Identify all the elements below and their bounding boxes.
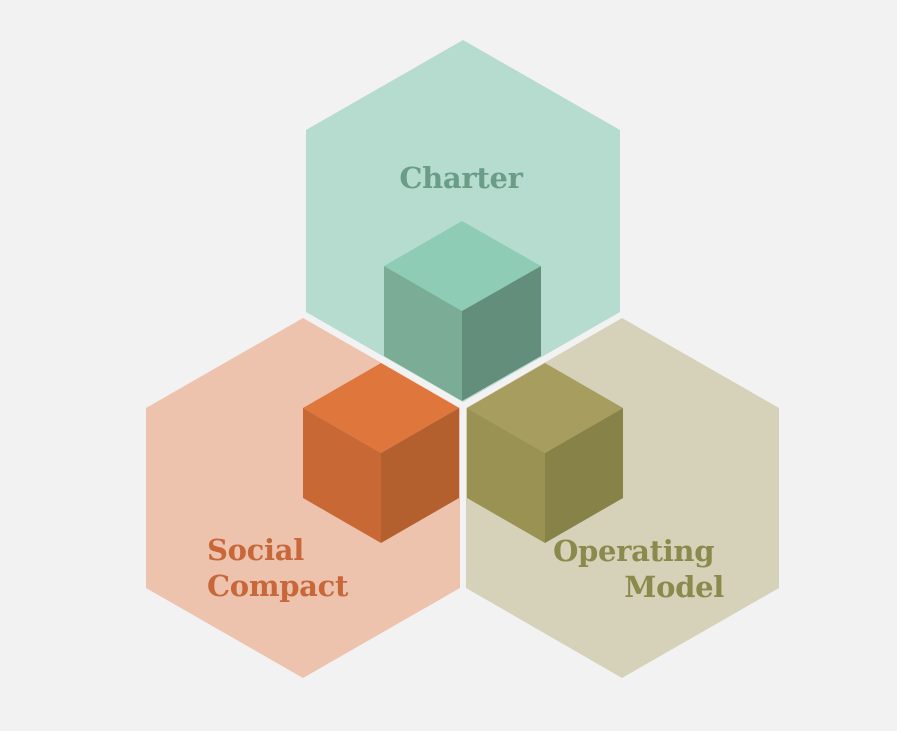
label-social-compact-line-2: Compact [207,569,349,603]
cube-operating-model [467,363,623,543]
hexagon-operating-model: Operating Model [466,318,779,678]
label-operating-model: Operating Model [553,534,724,604]
cube-charter-left-face [384,266,462,401]
label-charter-line-1: Charter [399,161,523,195]
cube-charter [384,221,541,401]
cube-charter-right-face [462,266,541,401]
cube-operating-model-left-face [467,408,545,543]
label-charter: Charter [399,161,523,195]
cube-social-compact [303,363,459,543]
label-operating-model-line-1: Operating [553,534,714,568]
cube-charter-top-face [384,221,541,311]
cube-social-compact-left-face [303,408,381,543]
cube-social-compact-right-face [381,408,459,543]
cube-operating-model-right-face [545,408,623,543]
hexagon-charter: Charter [306,40,620,402]
label-social-compact: Social Compact [207,533,349,603]
label-social-compact-line-1: Social [207,533,304,567]
hexagon-social-compact: Social Compact [146,318,460,678]
label-operating-model-line-2: Model [624,570,724,604]
